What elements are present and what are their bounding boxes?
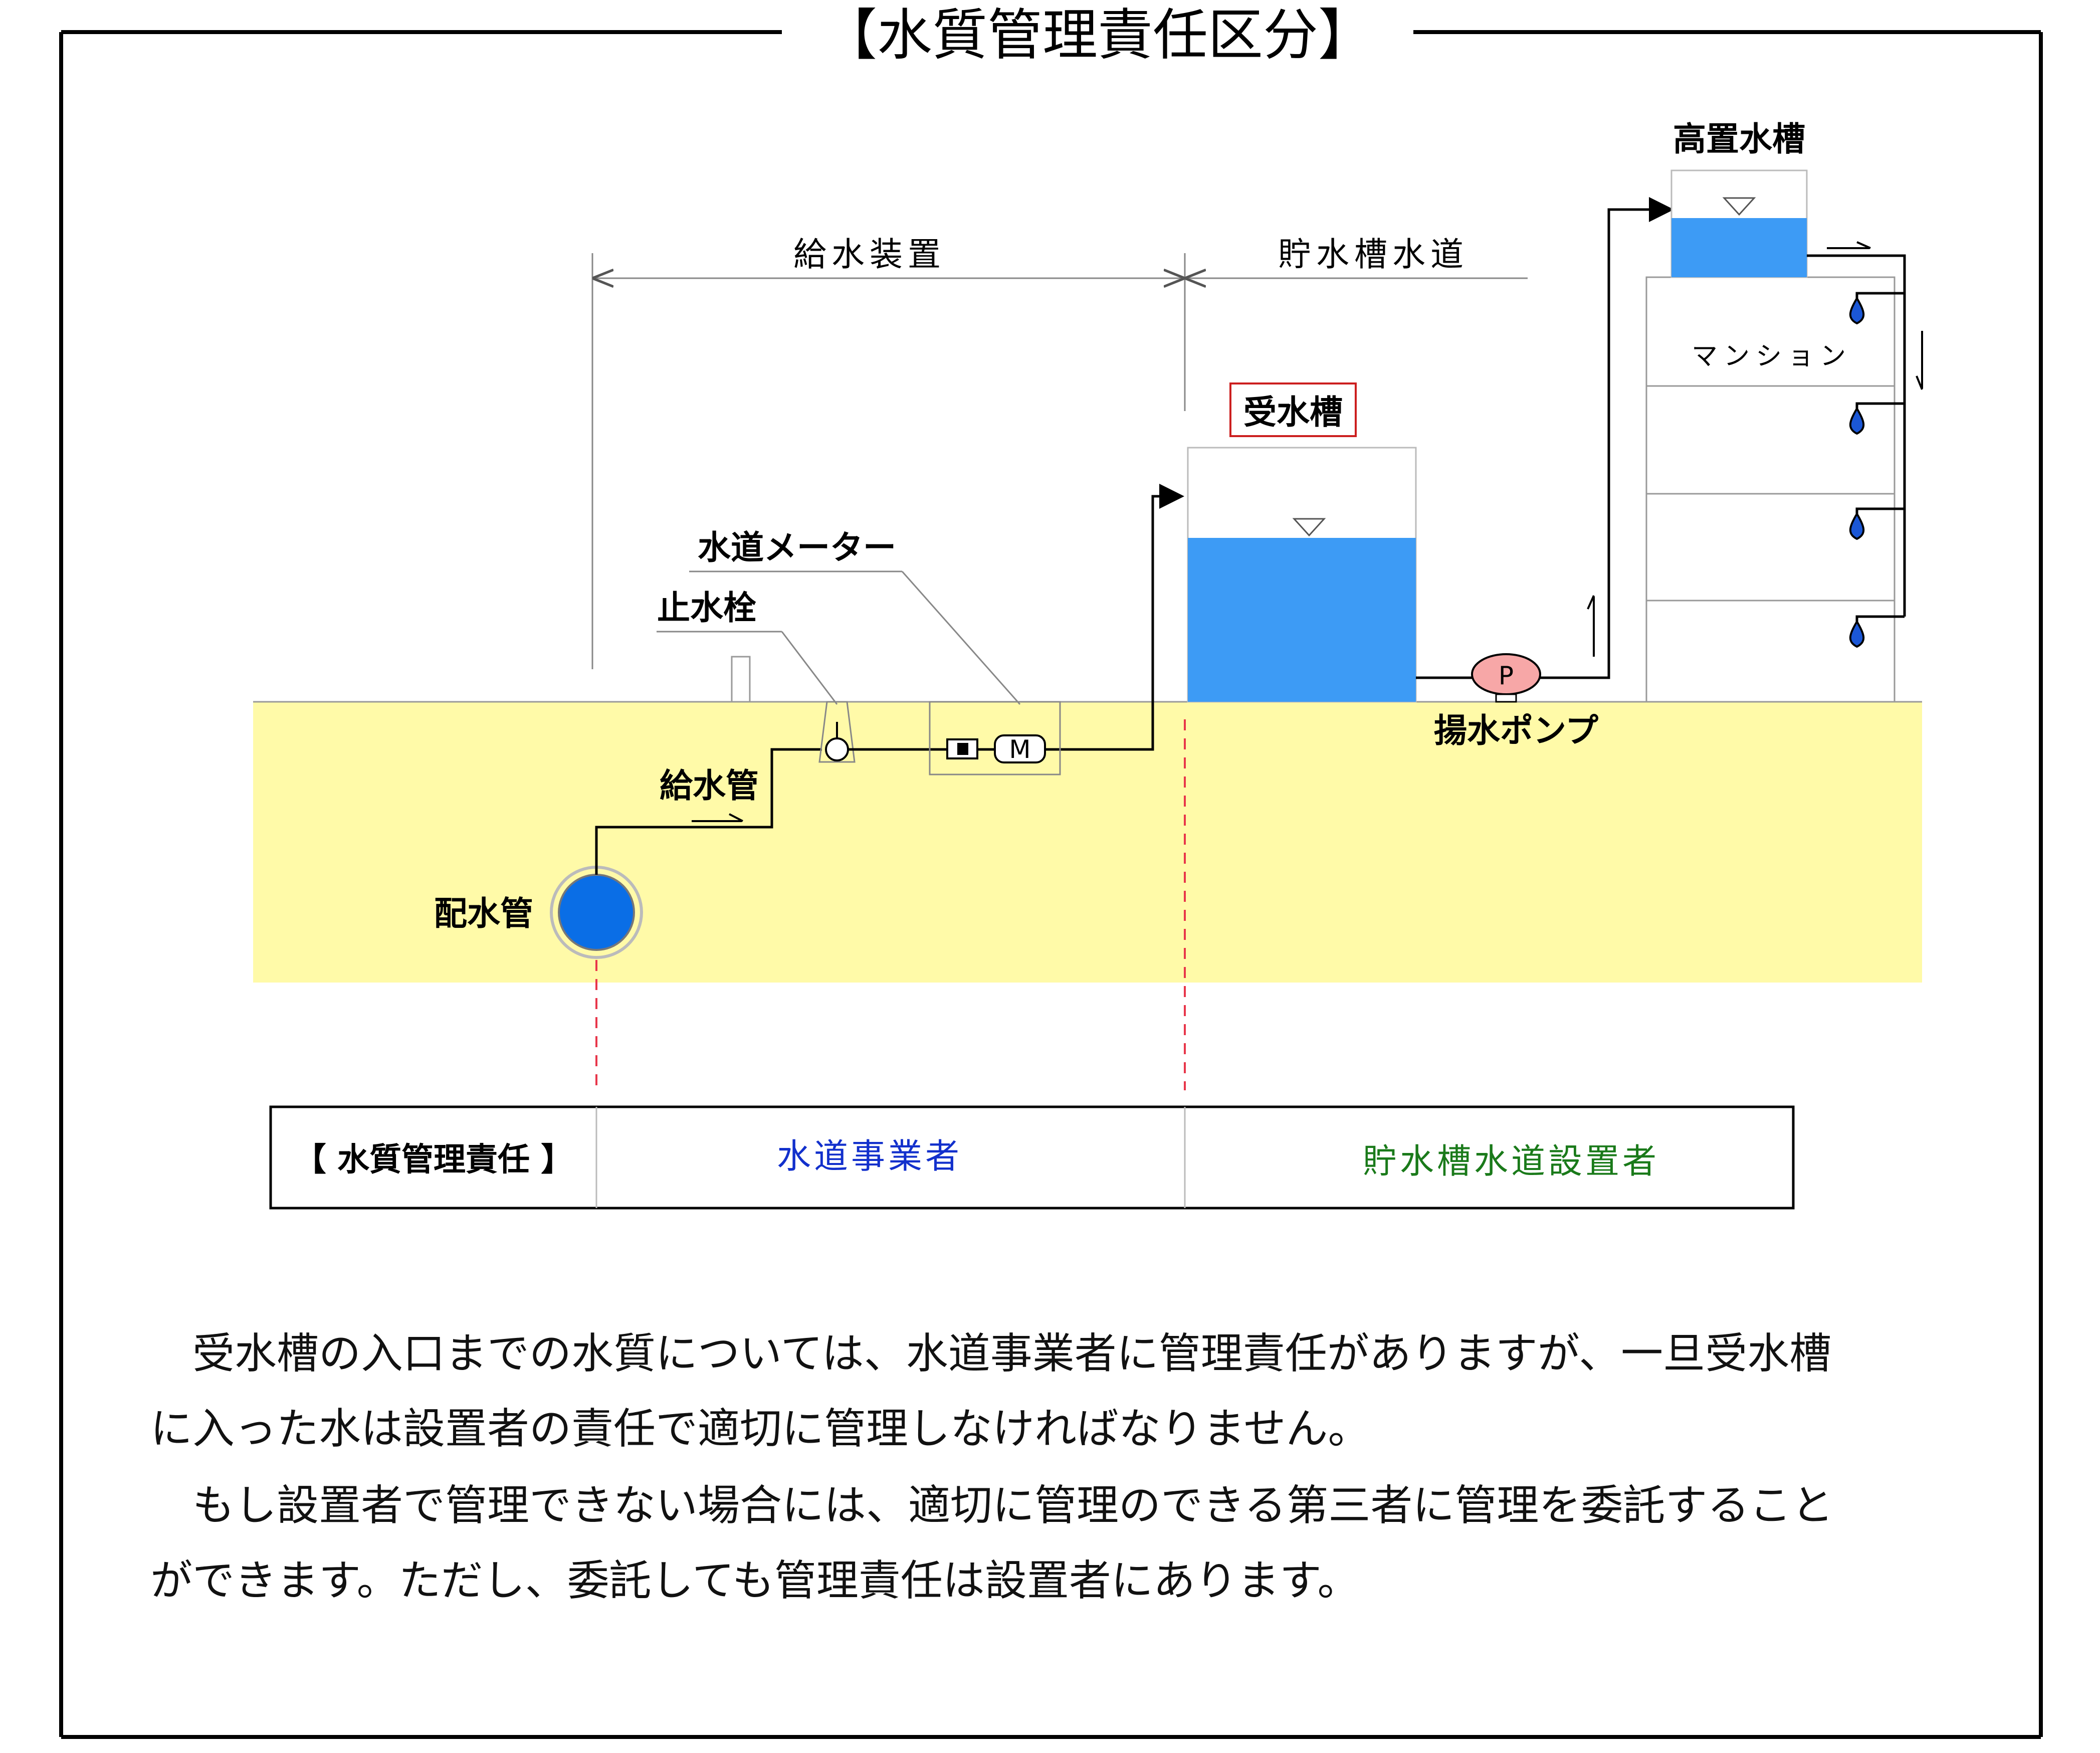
paragraph-line-3: もし設置者で管理できない場合には、適切に管理のできる第三者に管理を委託すること — [150, 1481, 1834, 1530]
water-meter-icon — [994, 734, 1046, 763]
faucet-drops — [1849, 296, 1865, 648]
apartment-label: マンション — [1692, 341, 1852, 371]
marker-post — [731, 656, 751, 703]
water-drop-icon — [1849, 296, 1865, 325]
page-title: 【水質管理責任区分】 — [822, 3, 1373, 67]
receiving-tank-water — [1188, 538, 1416, 702]
pump-base — [1495, 693, 1517, 703]
stop-valve-box — [818, 701, 856, 763]
distribution-main-label: 配水管 — [434, 894, 533, 933]
water-drop-icon — [1849, 512, 1865, 540]
paragraph-line-2: に入った水は設置者の責任で適切に管理しなければなりません。 — [150, 1404, 1370, 1453]
elevated-tank-water — [1671, 218, 1807, 277]
supply-equipment-label: 給水装置 — [793, 235, 946, 274]
paragraph-line-4: ができます。ただし、委託しても管理責任は設置者にあります。 — [150, 1556, 1360, 1605]
pump-symbol: P — [1499, 661, 1514, 690]
responsibility-utility: 水道事業者 — [777, 1137, 962, 1177]
service-pipe — [595, 748, 822, 875]
receiving-tank-level-icon — [1292, 518, 1326, 537]
responsibility-installer: 貯水槽水道設置者 — [1363, 1142, 1659, 1182]
stop-valve-label: 止水栓 — [657, 589, 756, 627]
outer-frame — [59, 30, 2043, 1739]
distribution-main-pipe — [558, 874, 635, 951]
ground-area — [253, 702, 1922, 983]
water-meter-symbol: M — [1009, 735, 1030, 764]
stop-valve-icon — [825, 737, 849, 761]
downpipe — [1807, 254, 1906, 617]
water-drop-icon — [1849, 620, 1865, 648]
pump-label: 揚水ポンプ — [1434, 711, 1598, 750]
elevated-tank-label: 高置水槽 — [1673, 120, 1805, 158]
receiving-tank-label-box — [1229, 382, 1357, 437]
riser-pipe — [1540, 197, 1674, 679]
water-meter-box — [929, 701, 1061, 775]
supply-line-to-tank — [848, 484, 1184, 751]
dimension-lines — [591, 253, 1528, 669]
receiving-tank-label: 受水槽 — [1243, 393, 1343, 432]
water-drop-icon — [1849, 407, 1865, 435]
responsibility-table — [269, 1105, 1795, 1210]
water-meter-label: 水道メーター — [698, 528, 896, 567]
paragraph-line-1: 受水槽の入口までの水質については、水道事業者に管理責任がありますが、一旦受水槽 — [150, 1329, 1832, 1378]
elevated-tank-level-icon — [1722, 197, 1756, 216]
storage-tank-waterworks-label: 貯水槽水道 — [1278, 235, 1468, 274]
responsibility-header: 【 水質管理責任 】 — [294, 1141, 573, 1179]
service-pipe-label: 給水管 — [660, 766, 759, 805]
